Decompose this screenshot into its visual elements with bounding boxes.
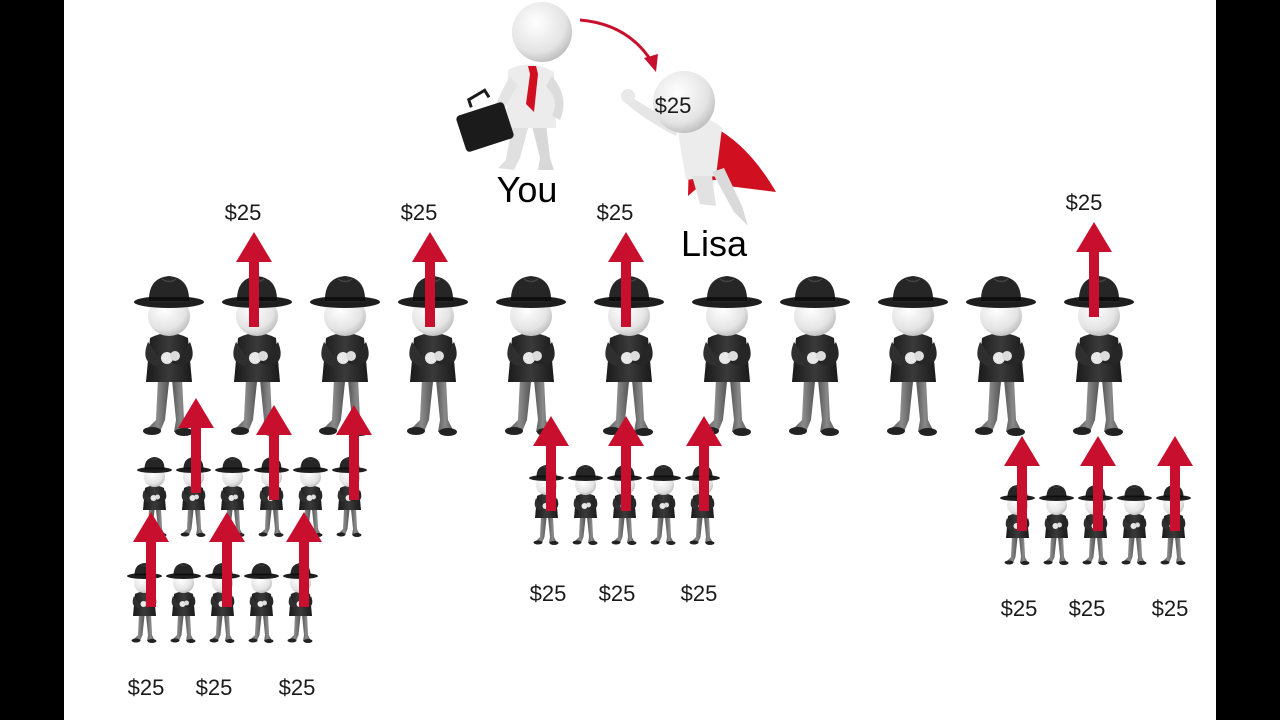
agent-figure	[691, 275, 763, 437]
pyramid-scheme-diagram: businessman-with-briefcase-icon	[126, 2, 1193, 700]
briefcase-icon	[456, 88, 514, 152]
payment-label: $25	[128, 675, 165, 700]
up-arrow-icon	[336, 405, 372, 500]
left-cluster: $25 $25 $25	[126, 398, 372, 700]
payment-label: $25	[1066, 190, 1103, 215]
payment-label: $25	[1069, 596, 1106, 621]
up-arrow-icon	[256, 405, 292, 500]
payment-label: $25	[1152, 596, 1189, 621]
middle-row	[133, 275, 1135, 437]
diagram-canvas: businessman-with-briefcase-icon	[64, 0, 1216, 720]
payment-label: $25	[279, 675, 316, 700]
up-arrow-icon	[1080, 436, 1116, 531]
referral-arrow-head	[644, 54, 658, 72]
referral-arrow	[579, 18, 654, 63]
agent-figure	[495, 275, 567, 437]
payment-label: $25	[530, 581, 567, 606]
lisa-label: Lisa	[681, 223, 748, 264]
payment-label: $25	[196, 675, 233, 700]
payment-label: $25	[401, 200, 438, 225]
you-label: You	[497, 169, 558, 210]
left-black-bar	[0, 0, 64, 720]
up-arrow-icon	[1157, 436, 1193, 531]
agent-figure	[309, 275, 381, 437]
payment-label: $25	[225, 200, 262, 225]
right-cluster: $25 $25 $25	[999, 436, 1193, 621]
payment-label: $25	[1001, 596, 1038, 621]
middle-cluster: $25 $25 $25	[528, 416, 722, 606]
lisa-payment-label: $25	[655, 93, 692, 118]
you-figure: businessman-with-briefcase-icon	[456, 2, 572, 170]
agent-figure	[779, 275, 851, 437]
payment-label: $25	[681, 581, 718, 606]
agent-figure	[877, 275, 949, 437]
agent-figure	[965, 275, 1037, 437]
payment-label: $25	[597, 200, 634, 225]
lisa-figure: superhero-with-cape-icon	[621, 71, 776, 226]
payment-label: $25	[599, 581, 636, 606]
right-black-bar	[1216, 0, 1280, 720]
